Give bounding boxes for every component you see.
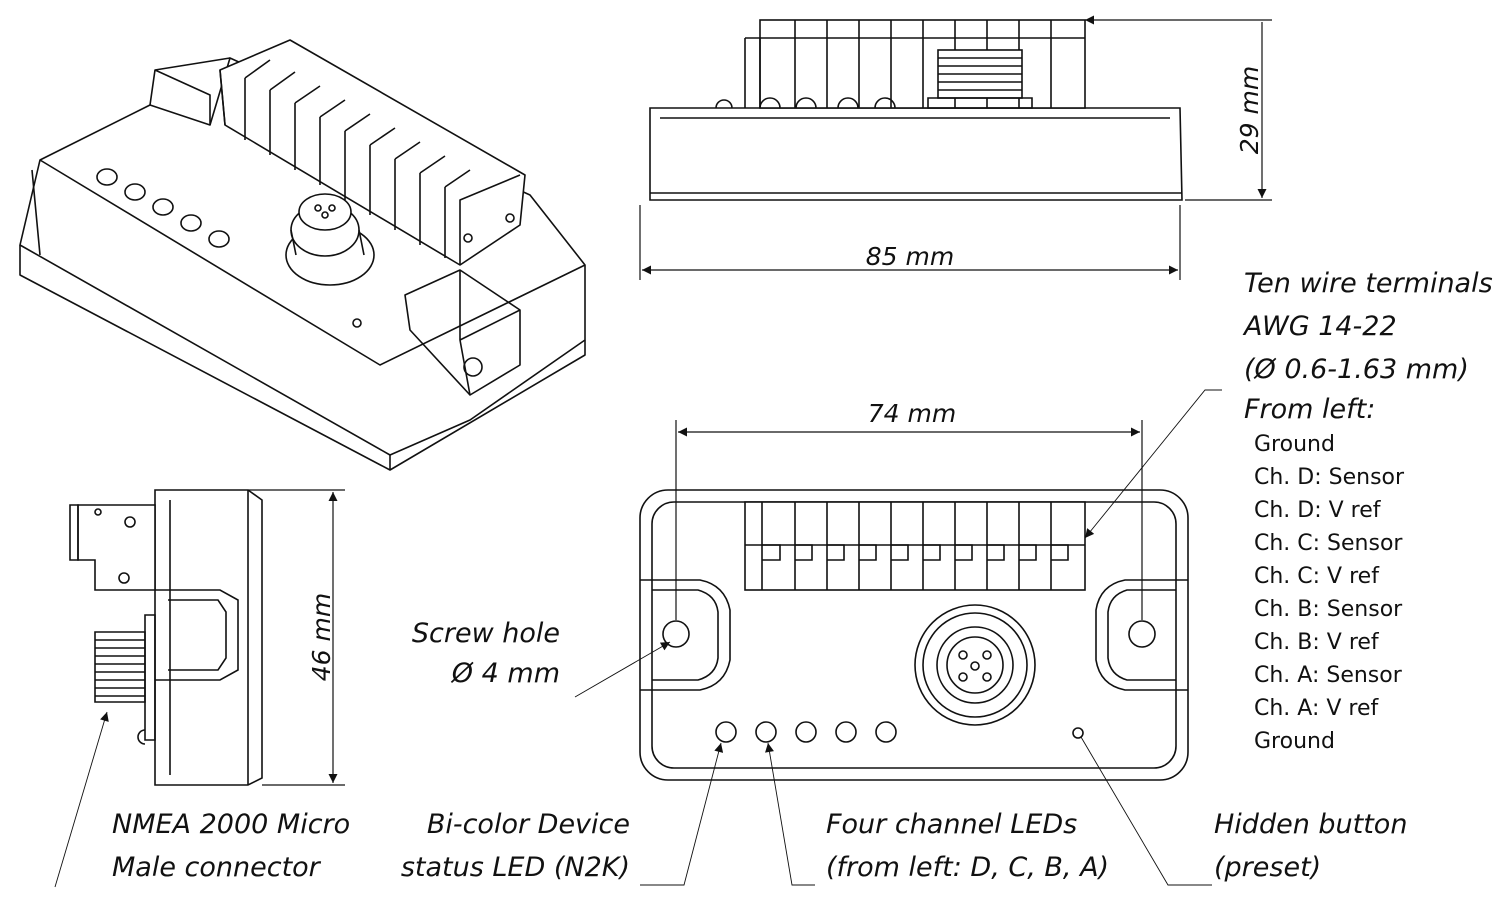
terminal-item: Ch. B: V ref (1254, 630, 1380, 655)
button-subtitle: (preset) (1214, 852, 1321, 883)
terminals-from-left: From left: (1244, 394, 1375, 425)
dim-hole-spacing-label: 74 mm (868, 399, 956, 428)
connector-subtitle: Male connector (112, 852, 322, 883)
leader-lines (54, 389, 1222, 888)
terminal-list: Ground Ch. D: Sensor Ch. D: V ref Ch. C:… (1254, 432, 1405, 754)
terminals-awg: AWG 14-22 (1242, 311, 1397, 342)
terminal-item: Ground (1254, 729, 1335, 754)
callout-status-led: Bi-color Device status LED (N2K) (401, 809, 630, 883)
connector-top (914, 604, 1036, 726)
dim-height-label: 29 mm (1235, 66, 1264, 154)
button-title: Hidden button (1214, 809, 1407, 840)
callout-terminals: Ten wire terminals AWG 14-22 (Ø 0.6-1.63… (1242, 268, 1493, 425)
terminals-diameter: (Ø 0.6-1.63 mm) (1244, 354, 1469, 385)
top-leds (715, 721, 897, 743)
terminal-item: Ch. A: Sensor (1254, 663, 1403, 688)
screw-hole-title: Screw hole (412, 618, 560, 649)
iso-terminal-block (219, 39, 526, 266)
terminal-item: Ch. C: Sensor (1254, 531, 1403, 556)
iso-connector (285, 193, 375, 286)
callout-channel-leds: Four channel LEDs (from left: D, C, B, A… (826, 809, 1109, 883)
terminal-block-top (744, 501, 1086, 591)
connector-title: NMEA 2000 Micro (112, 809, 350, 840)
terminal-item: Ch. D: Sensor (1254, 465, 1405, 490)
callout-button: Hidden button (preset) (1214, 809, 1407, 883)
terminal-item: Ch. C: V ref (1254, 564, 1380, 589)
dim-width-label: 85 mm (866, 242, 954, 271)
terminals-title: Ten wire terminals (1244, 268, 1493, 299)
channel-leds-title: Four channel LEDs (826, 809, 1077, 840)
terminal-item: Ch. B: Sensor (1254, 597, 1403, 622)
front-view (649, 19, 1183, 201)
isometric-view (19, 39, 586, 471)
screw-hole-diameter: Ø 4 mm (451, 658, 560, 689)
terminal-item: Ground (1254, 432, 1335, 457)
status-led-subtitle: status LED (N2K) (401, 852, 630, 883)
iso-leds (96, 168, 230, 248)
top-view (639, 489, 1189, 781)
dim-depth-label: 46 mm (307, 593, 336, 681)
callout-connector: NMEA 2000 Micro Male connector (112, 809, 350, 883)
terminal-item: Ch. D: V ref (1254, 498, 1382, 523)
channel-leds-subtitle: (from left: D, C, B, A) (826, 852, 1109, 883)
callout-screw-hole: Screw hole Ø 4 mm (412, 618, 560, 689)
side-dimensions (248, 489, 345, 786)
terminal-item: Ch. A: V ref (1254, 696, 1379, 721)
front-dimensions (639, 20, 1272, 280)
status-led-title: Bi-color Device (427, 809, 630, 840)
top-dimensions (675, 420, 1143, 620)
